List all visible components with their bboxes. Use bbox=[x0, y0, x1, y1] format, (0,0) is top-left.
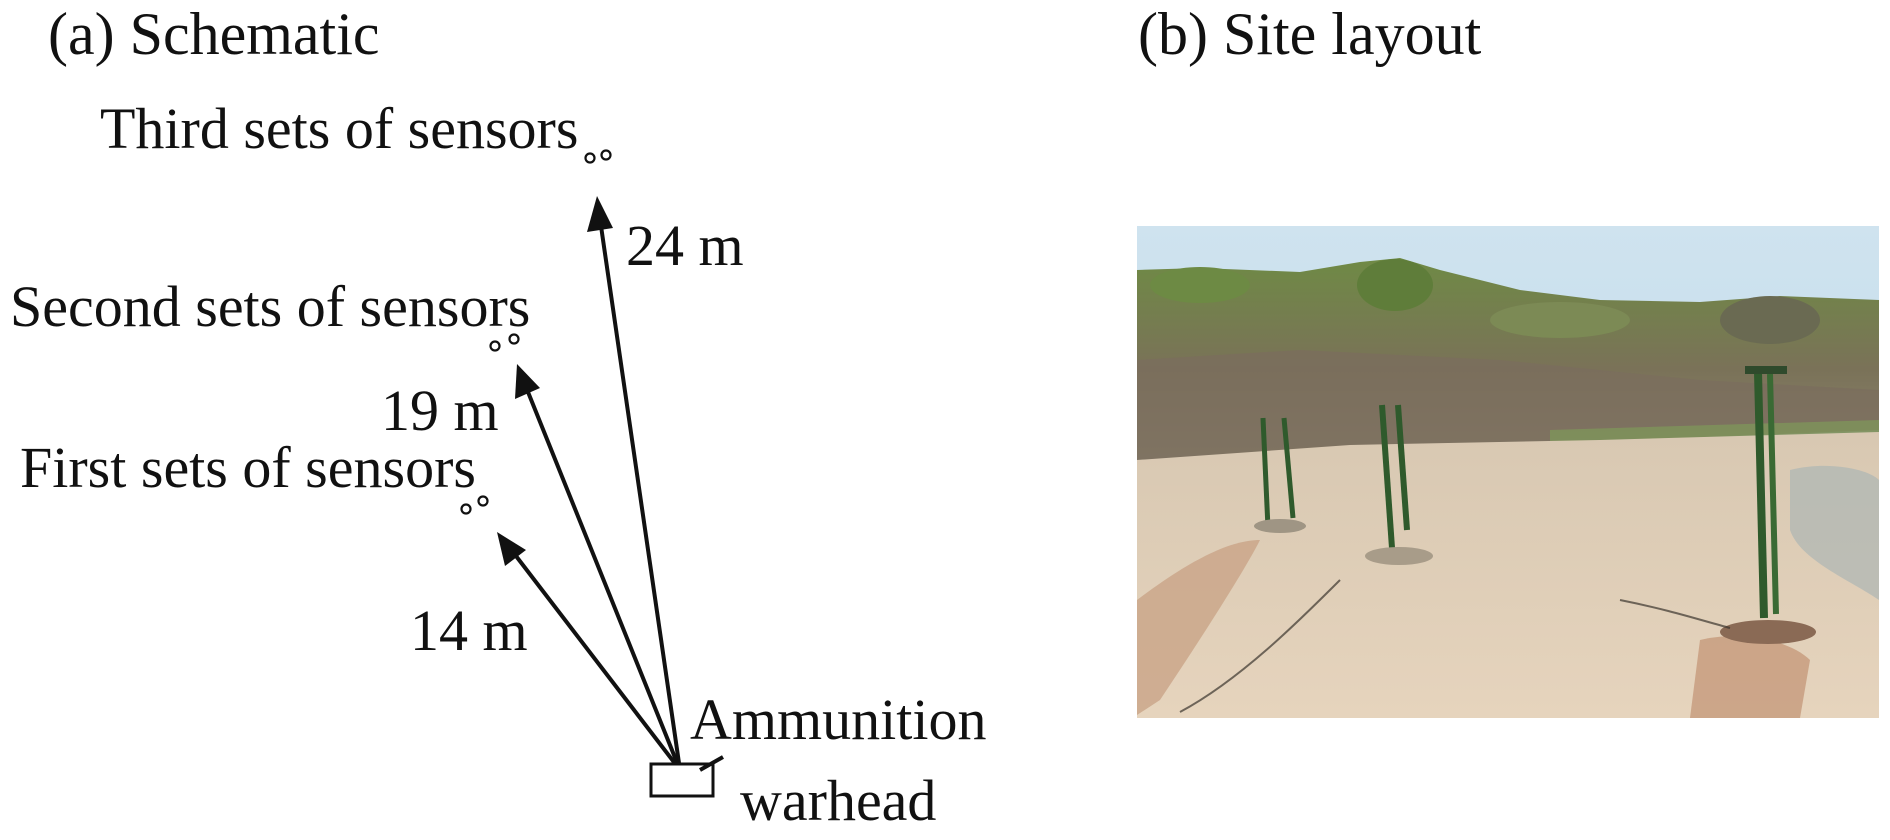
first-sensor-pair bbox=[460, 495, 489, 515]
warhead-label-line2: warhead bbox=[740, 768, 936, 833]
site-layout-title: (b) Site layout bbox=[1138, 1, 1482, 67]
sensor-poles-1 bbox=[1254, 417, 1306, 533]
second-sensors-label: Second sets of sensors bbox=[10, 274, 530, 339]
warhead-label-line1: Ammunition bbox=[690, 687, 986, 752]
site-photo bbox=[1137, 226, 1879, 718]
panel-site-layout: (b) Site layout bbox=[1137, 1, 1879, 718]
third-sensor-pair bbox=[584, 149, 612, 164]
sensor-poles-2 bbox=[1365, 404, 1433, 565]
schematic-title: (a) Schematic bbox=[48, 1, 380, 67]
distance-first: 14 m bbox=[410, 598, 528, 663]
arrow-to-first bbox=[497, 532, 682, 772]
distance-second: 19 m bbox=[381, 378, 499, 443]
sensor-poles-3 bbox=[1720, 366, 1816, 644]
distance-third: 24 m bbox=[626, 213, 744, 278]
arrow-to-third bbox=[587, 196, 682, 771]
third-sensors-label: Third sets of sensors bbox=[100, 96, 578, 161]
first-sensors-label: First sets of sensors bbox=[20, 435, 476, 500]
panel-schematic: (a) Schematic Third sets of sensors Seco… bbox=[10, 1, 986, 833]
second-sensor-pair bbox=[489, 333, 520, 352]
arrow-to-second bbox=[515, 364, 682, 771]
warhead-leader bbox=[699, 755, 724, 772]
